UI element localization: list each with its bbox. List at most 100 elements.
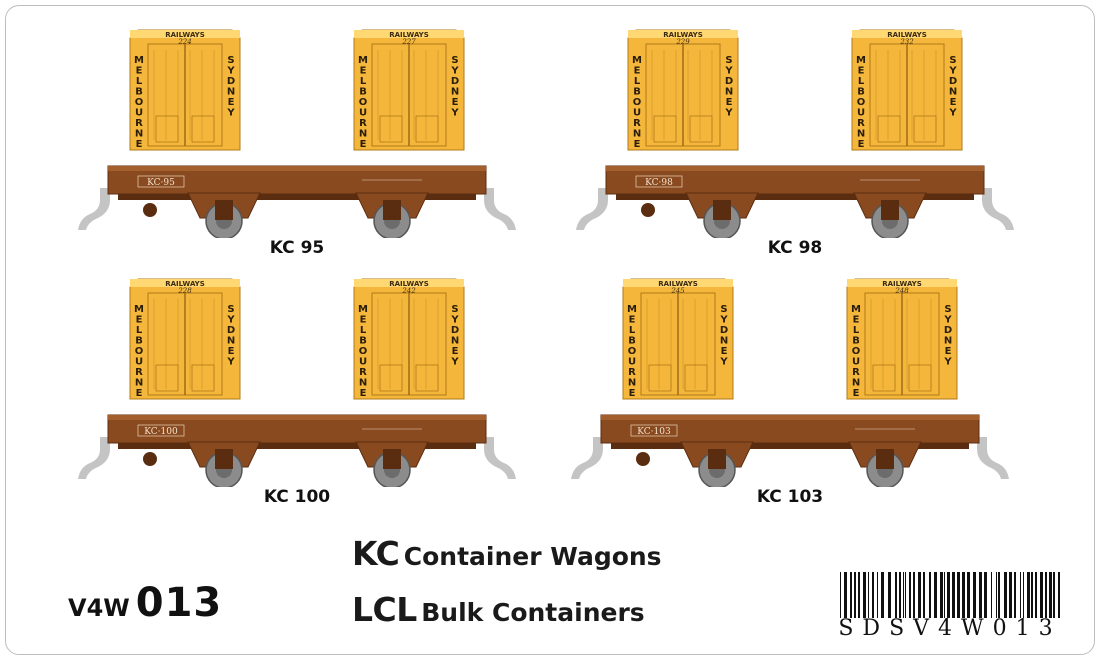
container-left-letter: N <box>135 378 143 389</box>
container-left-letter: U <box>359 108 367 119</box>
coupler-left <box>78 437 110 479</box>
coupler-left <box>571 437 603 479</box>
container-number: 227 <box>401 38 416 46</box>
barcode-bar <box>899 572 901 618</box>
container-left-letter: B <box>857 87 865 98</box>
container-left-letter: N <box>633 129 641 140</box>
container-left-letter: E <box>136 388 143 399</box>
barcode-bar <box>952 572 955 618</box>
container-left-letter: B <box>633 87 641 98</box>
container-left-letter: B <box>628 336 636 347</box>
container-number: 232 <box>899 38 914 46</box>
number-plate-frame <box>630 424 678 437</box>
title-line-2: LCL Bulk Containers <box>352 590 645 629</box>
wagon-frame-top <box>606 166 984 171</box>
number-plate-frame <box>635 175 683 188</box>
container-right-letter: Y <box>948 66 957 77</box>
axlebox <box>713 200 731 220</box>
container-left-letter: U <box>857 108 865 119</box>
container-left-letter: R <box>857 118 865 129</box>
container-left-letter: U <box>633 108 641 119</box>
container-door-panel <box>913 115 937 143</box>
container-roof <box>130 279 240 287</box>
container-left-letter: R <box>135 118 143 129</box>
container-right-letter: Y <box>226 315 235 326</box>
container-top-text: RAILWAYS <box>658 280 698 288</box>
container-door-panel <box>908 364 932 392</box>
container-left-letter: R <box>359 367 367 378</box>
barcode-bar <box>940 572 943 618</box>
container-door-panel <box>648 364 672 392</box>
container-right-letter: E <box>945 346 952 357</box>
wagon-label: KC 98 <box>767 238 823 258</box>
container-left-letter: R <box>633 118 641 129</box>
container-door-panel <box>191 364 215 392</box>
container-left-letter: E <box>360 388 367 399</box>
product-prefix: V4W <box>68 594 130 622</box>
container-right-letter: Y <box>943 315 952 326</box>
container-left-letter: O <box>359 346 368 357</box>
container-right-letter: D <box>720 325 728 336</box>
container-door-panel <box>415 364 439 392</box>
barcode-bar <box>991 572 992 618</box>
barcode-bar <box>905 572 906 618</box>
container-roof <box>623 279 733 287</box>
container-door-panel <box>684 364 708 392</box>
barcode-bar <box>918 572 921 618</box>
container-right-letter: N <box>451 87 459 98</box>
container-right-letter: S <box>949 55 956 66</box>
barcode-bar <box>979 572 982 618</box>
container-right-letter: D <box>227 325 235 336</box>
handbrake-wheel <box>143 203 157 217</box>
container-left-letter: N <box>135 129 143 140</box>
barcode-bar <box>944 572 945 618</box>
container-right-letter: S <box>227 55 234 66</box>
container-left-letter: N <box>628 378 636 389</box>
container-right-letter: E <box>726 97 733 108</box>
container-left-letter: M <box>632 55 642 66</box>
title-code-lcl: LCL <box>352 590 417 629</box>
barcode-bar <box>934 572 937 618</box>
container-right-letter: N <box>227 336 235 347</box>
container-door-panel <box>877 115 901 143</box>
wheelset <box>685 192 759 238</box>
barcode-bar <box>962 572 965 618</box>
container-left-letter: E <box>853 388 860 399</box>
container-number: 248 <box>894 287 909 295</box>
barcode-bar <box>868 572 869 618</box>
container-right-letter: S <box>720 304 727 315</box>
barcode-bar <box>895 572 897 618</box>
wheelset <box>853 192 927 238</box>
container-right-letter: E <box>452 346 459 357</box>
wagon-frame-top <box>601 415 979 420</box>
wagon-number-plate: KC·100 <box>144 427 178 437</box>
barcode-bar <box>913 572 915 618</box>
coupler-right <box>977 437 1009 479</box>
container-right-letter: Y <box>719 315 728 326</box>
wheelset <box>848 441 922 487</box>
coupler-right <box>484 188 516 230</box>
barcode-bar <box>973 572 976 618</box>
wagon-label: KC 100 <box>263 487 331 507</box>
barcode-bar <box>850 572 852 618</box>
barcode-bar <box>1049 572 1052 618</box>
barcode-bar <box>957 572 960 618</box>
barcode-bar <box>1004 572 1007 618</box>
container-left-letter: E <box>634 66 641 77</box>
container-left-letter: O <box>359 97 368 108</box>
barcode-bar <box>1020 572 1021 618</box>
container-left-letter: B <box>135 336 143 347</box>
container-left-letter: U <box>852 357 860 368</box>
axlebox <box>881 200 899 220</box>
barcode-bar <box>1035 572 1037 618</box>
container-right-letter: S <box>944 304 951 315</box>
container-door-panel <box>379 115 403 143</box>
container-right-letter: Y <box>450 357 459 368</box>
container-top-text: RAILWAYS <box>165 31 205 39</box>
